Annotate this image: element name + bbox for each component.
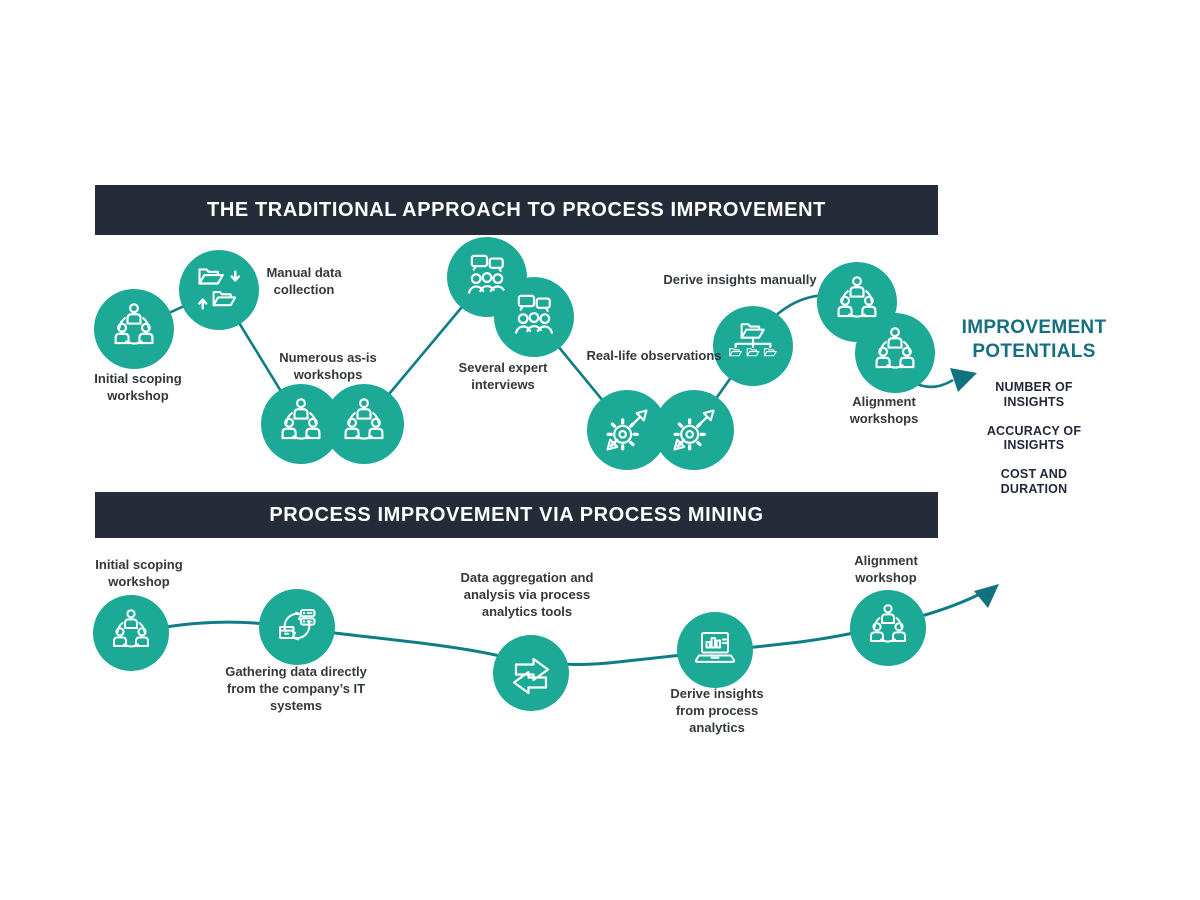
workshop-people-icon: [108, 303, 160, 355]
step-circle-manual-data: [179, 250, 259, 330]
gear-arrows-icon: [668, 404, 720, 456]
banner-mining-text: PROCESS IMPROVEMENT VIA PROCESS MINING: [269, 504, 764, 526]
banner-traditional-approach: THE TRADITIONAL APPROACH TO PROCESS IMPR…: [95, 185, 938, 235]
improvement-potentials-title: IMPROVEMENT POTENTIALS: [961, 317, 1107, 362]
workshop-people-icon: [338, 398, 390, 450]
data-sync-icon: [273, 603, 321, 651]
interview-people-icon: [508, 291, 560, 343]
banner-traditional-text: THE TRADITIONAL APPROACH TO PROCESS IMPR…: [207, 199, 826, 221]
step-circle-initial-scoping: [94, 289, 174, 369]
banner-process-mining: PROCESS IMPROVEMENT VIA PROCESS MINING: [95, 492, 938, 538]
step-label-alignment-workshops: Alignment workshops: [849, 394, 919, 426]
step-label-observations: Real-life observations: [586, 348, 722, 363]
step-circle-alignment-workshops-2: [855, 313, 935, 393]
folder-exchange-icon: [193, 264, 245, 316]
panel-item-cost-and-duration: COST AND DURATION: [1000, 467, 1068, 496]
workshop-people-icon: [275, 398, 327, 450]
step-circle-derive-insights: [713, 306, 793, 386]
step-circle-data-aggregation: [493, 635, 569, 711]
transfer-arrows-icon: [507, 649, 555, 697]
step-label-initial-scoping: Initial scoping workshop: [94, 371, 182, 403]
laptop-analytics-icon: [691, 626, 739, 674]
step-label-mining-alignment: Alignment workshop: [854, 553, 918, 585]
step-circle-observations-2: [654, 390, 734, 470]
step-circle-asis-workshops-2: [324, 384, 404, 464]
step-label-asis-workshops: Numerous as-is workshops: [279, 350, 377, 382]
gear-arrows-icon: [601, 404, 653, 456]
step-circle-mining-alignment: [850, 590, 926, 666]
panel-item-accuracy-of-insights: ACCURACY OF INSIGHTS: [986, 423, 1082, 453]
step-label-mining-initial-scoping: Initial scoping workshop: [95, 557, 183, 589]
workshop-people-icon: [869, 327, 921, 379]
arrowhead-mining-end: [974, 584, 999, 608]
step-label-derive-analytics: Derive insights from process analytics: [670, 686, 764, 735]
folder-hierarchy-icon: [727, 320, 779, 372]
step-label-gathering-data: Gathering data directly from the company…: [225, 664, 367, 713]
workshop-people-icon: [864, 604, 912, 652]
step-label-manual-data: Manual data collection: [266, 265, 342, 297]
step-circle-derive-analytics: [677, 612, 753, 688]
step-circle-mining-initial-scoping: [93, 595, 169, 671]
improvement-potentials-list: NUMBER OF INSIGHTS ACCURACY OF INSIGHTS …: [974, 380, 1094, 511]
step-circle-expert-interviews-2: [494, 277, 574, 357]
step-label-derive-insights: Derive insights manually: [663, 272, 817, 287]
step-label-data-aggregation: Data aggregation and analysis via proces…: [460, 570, 594, 619]
panel-item-number-of-insights: NUMBER OF INSIGHTS: [995, 380, 1073, 409]
step-circle-gathering-data: [259, 589, 335, 665]
arrowhead-to-panel: [950, 368, 977, 392]
step-circle-observations-1: [587, 390, 667, 470]
workshop-people-icon: [107, 609, 155, 657]
step-label-expert-interviews: Several expert interviews: [458, 360, 548, 392]
